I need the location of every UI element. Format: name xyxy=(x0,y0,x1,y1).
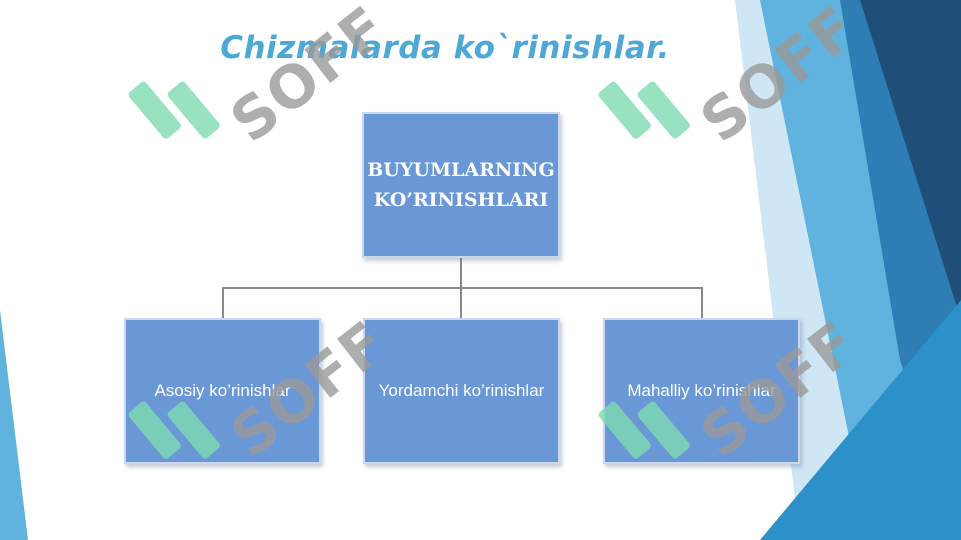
slide-title-period: . xyxy=(657,30,670,66)
slide-title-text: Chizmalarda ko`rinishlar xyxy=(220,30,658,66)
decor-left-wedge xyxy=(0,310,28,540)
connector-horizontal xyxy=(222,287,703,289)
slide-title: Chizmalarda ko`rinishlar. xyxy=(0,30,890,66)
connector-middle-drop xyxy=(460,287,462,319)
diagram-root-label: BUYUMLARNING KO’RINISHLARI xyxy=(367,155,555,215)
diagram-child-label: Asosiy ko’rinishlar xyxy=(154,381,291,400)
diagram-child-label: Yordamchi ko’rinishlar xyxy=(378,381,545,400)
diagram-root-line-1: BUYUMLARNING xyxy=(367,159,555,181)
diagram-child-label: Mahalliy ko’rinishlar xyxy=(627,381,776,400)
diagram-child-node-mahalliy: Mahalliy ko’rinishlar xyxy=(603,318,800,464)
connector-left-drop xyxy=(222,287,224,319)
connector-root-stem xyxy=(460,258,462,288)
diagram-root-line-2: KO’RINISHLARI xyxy=(373,189,549,211)
decor-bottom-wedge xyxy=(760,300,961,540)
connector-right-drop xyxy=(701,287,703,319)
decor-dark-band xyxy=(860,0,961,320)
diagram-child-node-yordamchi: Yordamchi ko’rinishlar xyxy=(363,318,560,464)
diagram-child-node-asosiy: Asosiy ko’rinishlar xyxy=(124,318,321,464)
diagram-root-node: BUYUMLARNING KO’RINISHLARI xyxy=(362,112,560,258)
